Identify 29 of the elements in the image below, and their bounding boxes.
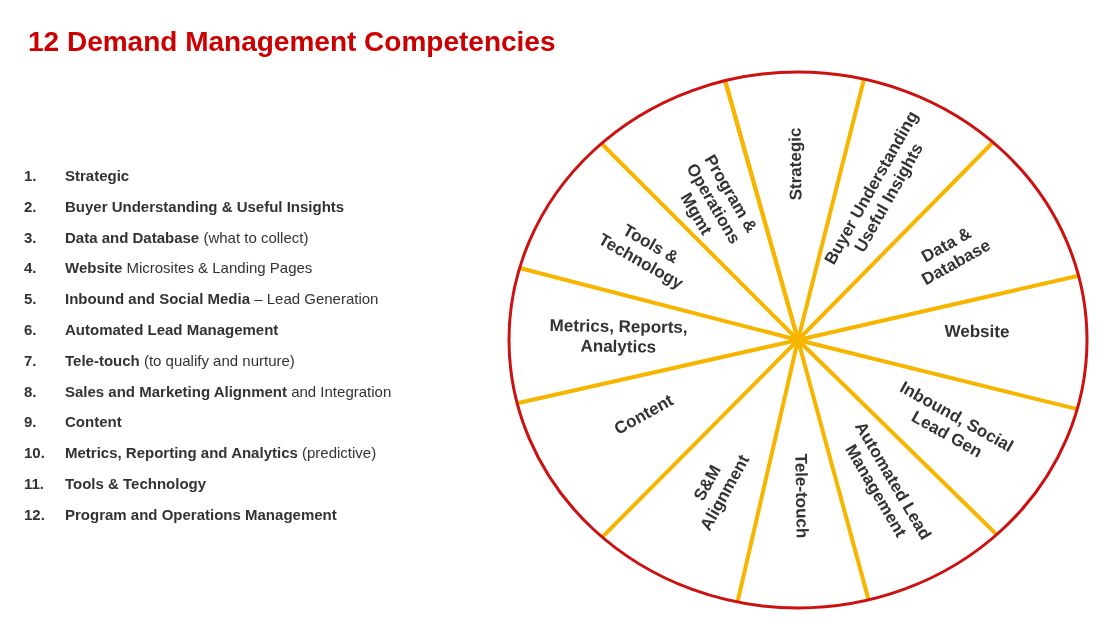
sector-label: Metrics, Reports, Analytics <box>536 315 702 359</box>
list-number: 2. <box>24 197 37 215</box>
sector-label: Website <box>927 321 1028 342</box>
list-item: Strategic <box>65 167 130 184</box>
title: 12 Demand Management Competencies <box>28 26 556 58</box>
list-number: 8. <box>24 382 37 400</box>
list-item: Sales and Marketing Alignment and Integration <box>65 382 392 400</box>
list-number: 4. <box>24 259 37 277</box>
list-item: Buyer Understanding & Useful Insights <box>65 197 345 215</box>
list-number: 11. <box>24 475 45 492</box>
list-item: Tools & Technology <box>65 475 207 492</box>
list-item: Inbound and Social Media – Lead Generation <box>65 290 379 308</box>
list-item: Program and Operations Management <box>65 505 337 523</box>
list-number: 3. <box>24 228 37 246</box>
list-number: 9. <box>24 413 37 431</box>
list-number: 7. <box>24 351 37 369</box>
list-item: Automated Lead Management <box>65 321 279 338</box>
list-item: Website Microsites & Landing Pages <box>65 259 313 277</box>
list-number: 10. <box>24 444 45 462</box>
list-number: 12. <box>24 505 45 523</box>
list-item: Metrics, Reporting and Analytics (predictive) <box>65 444 377 462</box>
list-number: 1. <box>24 167 37 184</box>
list-item: Content <box>65 413 122 431</box>
list-item: Data and Database (what to collect) <box>65 228 309 246</box>
list-number: 5. <box>24 290 37 308</box>
sector-label: Strategic <box>785 103 807 224</box>
sector-label: Tele-touch <box>790 440 813 552</box>
list-item: Tele-touch (to qualify and nurture) <box>65 351 295 369</box>
list-number: 6. <box>24 321 37 338</box>
